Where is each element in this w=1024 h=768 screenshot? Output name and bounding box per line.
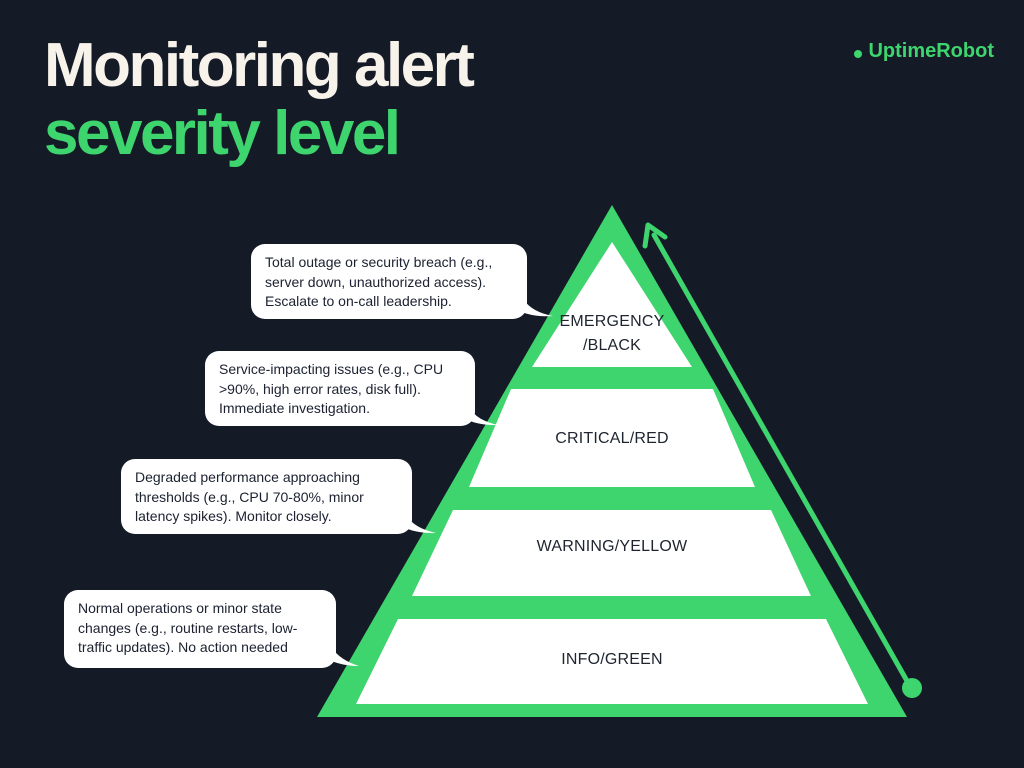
bubble-info-text: Normal operations or minor state changes… <box>78 600 298 655</box>
tier-emergency <box>532 242 692 367</box>
tier-critical <box>469 389 755 487</box>
title-line-1: Monitoring alert <box>44 31 475 100</box>
level-label-critical: CRITICAL/RED <box>555 430 669 447</box>
bubble-critical: Service-impacting issues (e.g., CPU >90%… <box>205 351 475 426</box>
bubble-info: Normal operations or minor state changes… <box>64 590 336 668</box>
level-label-info: INFO/GREEN <box>561 651 663 668</box>
brand-dot-icon <box>854 49 863 58</box>
bubble-emergency: Total outage or security breach (e.g., s… <box>251 244 527 319</box>
tier-warning <box>412 510 811 596</box>
brand-name: UptimeRobot <box>868 40 994 62</box>
brand-logo: UptimeRobot <box>854 40 994 63</box>
escalation-arrow-head-icon <box>642 222 668 249</box>
level-label-emergency-line-2: /BLACK <box>583 337 641 354</box>
escalation-arrow-start-dot <box>902 678 922 698</box>
tier-info <box>356 619 868 704</box>
bubble-emergency-text: Total outage or security breach (e.g., s… <box>265 254 493 309</box>
escalation-arrow-line <box>651 232 914 691</box>
bubble-critical-text: Service-impacting issues (e.g., CPU >90%… <box>219 361 444 416</box>
bubble-warning-text: Degraded performance approaching thresho… <box>135 469 364 524</box>
title-line-2: severity level <box>44 99 401 168</box>
level-label-emergency-line-1: EMERGENCY <box>560 313 665 330</box>
level-label-warning: WARNING/YELLOW <box>537 538 688 555</box>
bubble-warning: Degraded performance approaching thresho… <box>121 459 412 534</box>
page-title: Monitoring alert severity level <box>44 31 475 168</box>
